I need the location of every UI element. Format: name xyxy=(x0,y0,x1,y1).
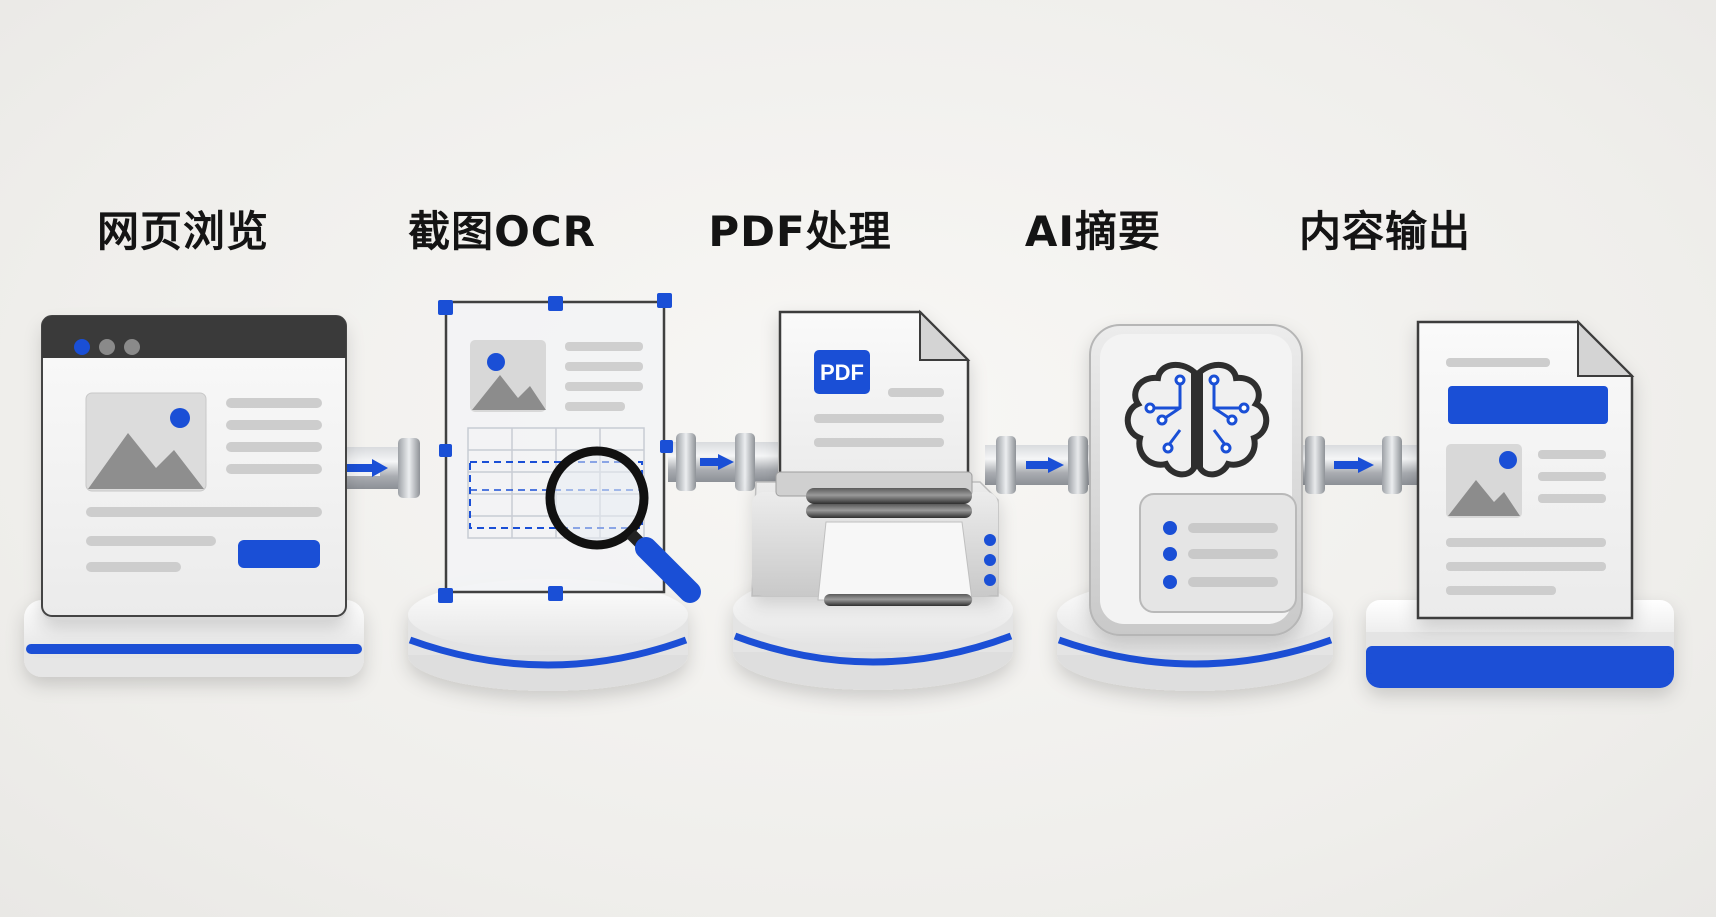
step-title-output: 内容输出 xyxy=(1298,207,1471,256)
brain-icon xyxy=(1124,361,1270,478)
magnifier-icon xyxy=(545,446,701,603)
connector-pipe-3 xyxy=(985,436,1095,494)
pdf-printer-icon: PDF xyxy=(733,309,1013,690)
arrow-right-icon xyxy=(700,454,734,470)
step-title-ai: AI摘要 xyxy=(1024,207,1162,256)
highlight-bar-shape xyxy=(1448,386,1608,424)
step-title-pdf: PDF处理 xyxy=(708,207,892,256)
pdf-badge-label: PDF xyxy=(820,360,864,385)
arrow-right-icon xyxy=(344,459,388,477)
browser-window-icon xyxy=(24,315,364,677)
pdf-badge-icon xyxy=(814,350,870,394)
ai-brain-icon xyxy=(1057,324,1333,691)
selection-handle-icon xyxy=(438,293,673,603)
image-placeholder-icon xyxy=(85,392,207,492)
base-platform xyxy=(408,579,688,691)
connector-pipe-4 xyxy=(1300,436,1420,494)
window-dot-icon xyxy=(99,339,115,355)
connector-pipe-2 xyxy=(668,433,778,491)
roller-shape xyxy=(806,488,972,504)
image-placeholder-icon xyxy=(1446,444,1522,518)
step-title-ocr: 截图OCR xyxy=(408,207,596,256)
step-title-browse: 网页浏览 xyxy=(96,207,269,256)
window-dot-icon xyxy=(74,339,90,355)
screenshot-ocr-icon xyxy=(408,293,701,691)
mock-button-shape xyxy=(238,540,320,568)
arrow-right-icon xyxy=(1334,457,1374,473)
arrow-right-icon xyxy=(1026,457,1064,473)
output-document-icon xyxy=(1366,319,1674,688)
window-dot-icon xyxy=(124,339,140,355)
